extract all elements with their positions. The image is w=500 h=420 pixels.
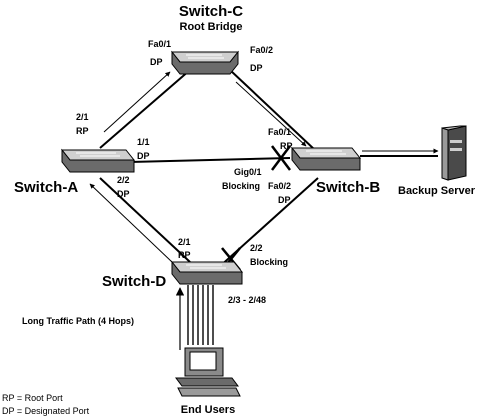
port-d-22-role: Blocking [250,257,289,267]
switch-b-name: Switch-B [316,179,381,196]
port-a-22-role: DP [117,189,130,199]
port-d-22: 2/2 [250,243,263,253]
port-b-fa01-role: RP [280,141,293,151]
port-a-11-role: DP [137,151,150,161]
port-b-fa01: Fa0/1 [268,127,292,137]
port-b-fa02-role: DP [278,195,291,205]
port-d-21-role: RP [178,250,191,260]
link-a-d [99,177,191,263]
link-c-b [229,69,316,151]
port-a-21: 2/1 [76,112,89,122]
port-c-fa01-role: DP [150,57,163,67]
traffic-path-label: Long Traffic Path (4 Hops) [22,316,135,326]
switch-d-name: Switch-D [102,273,167,290]
port-c-fa02-role: DP [250,63,263,73]
blocking-x-gig01 [271,145,291,171]
port-b-gig01: Gig0/1 [234,167,262,177]
switch-c-role: Root Bridge [179,21,243,33]
link-d-b [217,177,319,269]
port-b-gig01-role: Blocking [222,181,261,191]
switch-b-icon [290,146,362,171]
legend-dp: DP = Designated Port [2,406,90,416]
switch-c-icon [170,50,240,75]
link-a-b [129,157,291,163]
server-label: Backup Server [398,185,476,197]
port-d-21: 2/1 [178,237,191,247]
flow-arrow-d-to-a [89,183,173,263]
end-users-label: End Users [180,404,236,416]
workstation-icon [175,347,241,397]
link-a-c [99,69,191,149]
flow-arrow-c-to-b [235,81,307,147]
port-c-fa02: Fa0/2 [250,45,274,55]
port-c-fa01: Fa0/1 [148,39,172,49]
user-links [187,285,214,345]
port-d-range: 2/3 - 2/48 [228,295,267,305]
flow-arrow-a-to-c [103,71,171,133]
port-a-21-role: RP [76,126,89,136]
server-icon [441,125,467,181]
port-b-fa02: Fa0/2 [268,181,292,191]
switch-a-icon [60,148,136,173]
port-a-11: 1/1 [137,137,150,147]
switch-d-icon [170,260,244,285]
switch-c-name: Switch-C [178,3,244,20]
legend-rp: RP = Root Port [2,393,63,403]
port-a-22: 2/2 [117,175,130,185]
switch-a-name: Switch-A [14,179,79,196]
